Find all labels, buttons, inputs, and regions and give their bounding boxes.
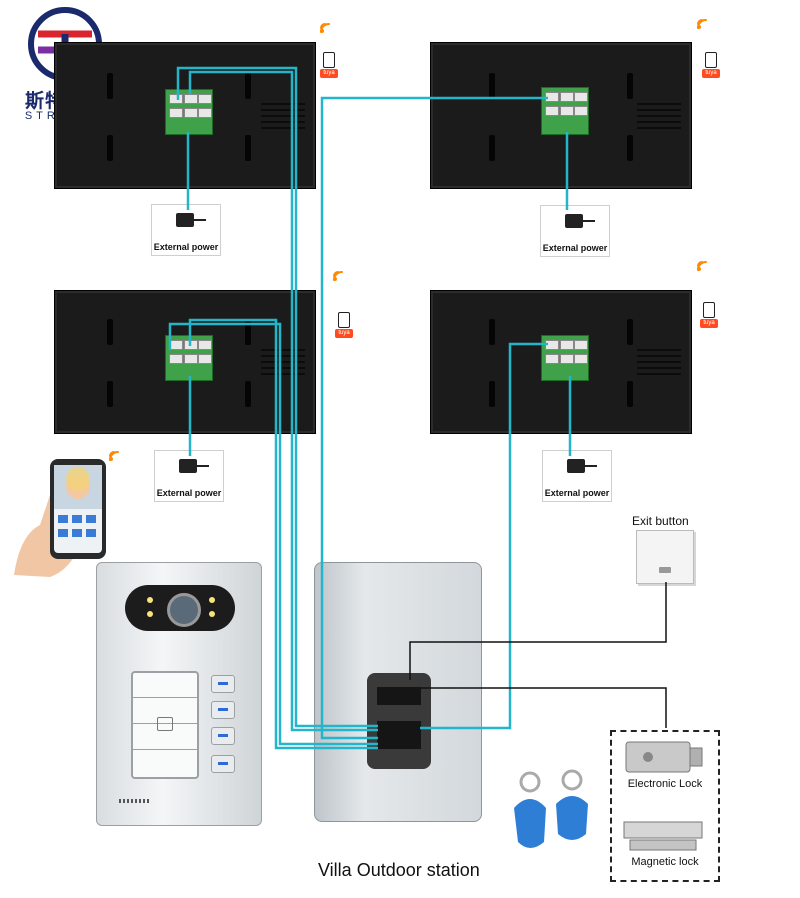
tuya-app-icon: tuya — [320, 52, 340, 82]
adapter-icon — [565, 214, 583, 228]
rfid-icon — [157, 717, 173, 731]
outdoor-station-back — [314, 562, 482, 822]
power-adapter-2: External power — [540, 205, 610, 257]
camera-lens-icon — [167, 593, 201, 627]
outdoor-station-front — [96, 562, 262, 826]
call-button-2[interactable] — [211, 701, 235, 719]
camera-module — [125, 585, 235, 631]
indoor-monitor-2 — [430, 42, 692, 189]
wire-monitor1-b — [188, 70, 378, 732]
adapter-icon — [179, 459, 197, 473]
wifi-icon — [697, 261, 707, 271]
wifi-icon — [320, 23, 330, 33]
tuya-app-icon: tuya — [335, 312, 355, 342]
speaker-grille-icon — [119, 799, 149, 803]
wire-lock — [420, 687, 667, 728]
wire-monitor1-a — [176, 66, 378, 728]
adapter-icon — [567, 459, 585, 473]
wire-monitor3-b — [188, 318, 378, 750]
terminal-block — [367, 673, 431, 769]
indoor-monitor-3 — [54, 290, 316, 434]
outdoor-station-caption: Villa Outdoor station — [318, 860, 480, 880]
smartphone-app-illustration — [14, 459, 106, 577]
name-card-panel — [131, 671, 199, 779]
indoor-monitor-1 — [54, 42, 316, 189]
electronic-lock-label: Electronic Lock — [627, 778, 703, 790]
monitor-4-terminal-board — [541, 335, 589, 381]
wire-exit-button — [409, 582, 667, 680]
electronic-lock-icon — [625, 741, 703, 773]
call-button-3[interactable] — [211, 727, 235, 745]
tuya-app-icon: tuya — [700, 302, 720, 332]
magnetic-lock-label: Magnetic lock — [631, 856, 699, 868]
rfid-keyfob-icon — [514, 769, 588, 848]
exit-button-device — [636, 530, 694, 584]
power-adapter-4: External power — [542, 450, 612, 502]
wifi-icon — [109, 451, 119, 461]
power-adapter-3: External power — [154, 450, 224, 502]
call-button-4[interactable] — [211, 755, 235, 773]
exit-button-label: Exit button — [632, 514, 689, 528]
adapter-icon — [176, 213, 194, 227]
call-button-1[interactable] — [211, 675, 235, 693]
wire-monitor3-a — [168, 322, 378, 746]
magnetic-lock-icon — [623, 821, 703, 851]
wifi-icon — [333, 271, 343, 281]
tuya-app-icon: tuya — [702, 52, 722, 82]
wire-monitor4 — [420, 342, 548, 730]
indoor-monitor-4 — [430, 290, 692, 434]
wifi-icon — [697, 19, 707, 29]
lock-options-box: Electronic Lock Magnetic lock — [610, 730, 720, 882]
monitor-2-terminal-board — [541, 87, 589, 135]
power-adapter-1: External power — [151, 204, 221, 256]
wire-monitor2 — [320, 96, 548, 740]
